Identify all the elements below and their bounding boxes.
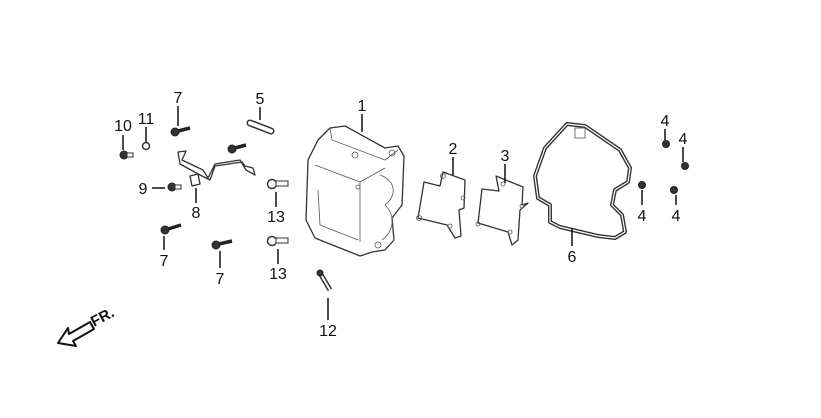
label-part-3: 3 xyxy=(501,148,510,165)
part-7-bolt[interactable] xyxy=(170,126,191,137)
front-direction-marker: FR. xyxy=(57,304,117,347)
part-4-grommet[interactable] xyxy=(662,140,670,148)
label-part-7: 7 xyxy=(160,253,169,270)
label-part-2: 2 xyxy=(449,141,458,158)
label-part-9: 9 xyxy=(139,181,148,198)
label-part-1: 1 xyxy=(358,98,367,115)
label-part-12: 12 xyxy=(319,323,337,340)
part-4-grommet[interactable] xyxy=(638,181,646,189)
part-12-bolt[interactable] xyxy=(316,269,333,292)
label-part-4: 4 xyxy=(679,131,688,148)
part-13-bolt[interactable] xyxy=(266,178,289,190)
label-part-4: 4 xyxy=(661,113,670,130)
label-part-10: 10 xyxy=(114,118,132,135)
label-part-6: 6 xyxy=(568,249,577,266)
part-9-bolt[interactable] xyxy=(167,182,182,192)
part-5-dowel[interactable] xyxy=(246,119,275,135)
part-7-bolt[interactable] xyxy=(160,223,182,235)
part-13-bolt[interactable] xyxy=(266,235,289,247)
part-10-bolt[interactable] xyxy=(119,150,134,160)
arrow-icon xyxy=(57,321,95,347)
part-2-plate[interactable] xyxy=(416,171,466,239)
part-1-head-cover[interactable] xyxy=(305,125,405,257)
label-part-5: 5 xyxy=(256,91,265,108)
part-7-bolt[interactable] xyxy=(227,143,247,154)
label-part-8: 8 xyxy=(192,205,201,222)
part-7-bolt[interactable] xyxy=(211,239,233,250)
label-part-4: 4 xyxy=(638,208,647,225)
part-4-grommet[interactable] xyxy=(681,162,689,170)
part-4-grommet[interactable] xyxy=(670,186,678,194)
part-11-washer[interactable] xyxy=(141,141,151,151)
label-part-7: 7 xyxy=(216,271,225,288)
label-part-13: 13 xyxy=(269,266,287,283)
label-part-7: 7 xyxy=(174,90,183,107)
label-part-11: 11 xyxy=(138,111,155,128)
leader-lines xyxy=(122,106,684,320)
part-8-bracket[interactable] xyxy=(177,150,256,187)
label-part-4: 4 xyxy=(672,208,681,225)
part-3-plate[interactable] xyxy=(475,175,529,246)
part-6-gasket[interactable] xyxy=(533,122,632,240)
label-part-13: 13 xyxy=(267,209,285,226)
